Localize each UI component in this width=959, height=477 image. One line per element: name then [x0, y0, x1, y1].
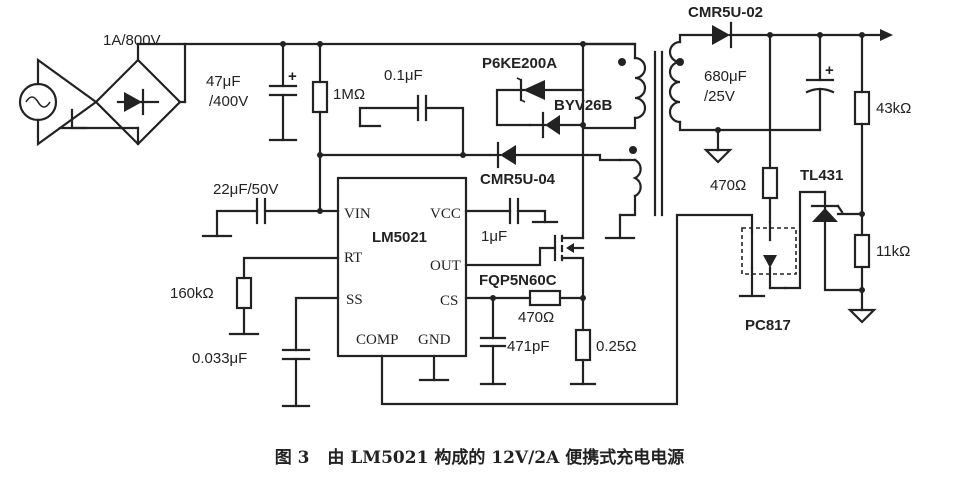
cs-cap-value: 471pF	[507, 338, 550, 355]
divider-bottom-resistor-symbol	[847, 233, 877, 324]
clamp-diode-label: BYV26B	[554, 97, 613, 114]
optocoupler-label: PC817	[745, 317, 791, 334]
vcc-cap-value: 1μF	[481, 228, 507, 245]
optocoupler-symbol	[738, 220, 797, 298]
secondary-return-wiring	[678, 120, 822, 164]
bulk-cap-voltage: /400V	[209, 93, 248, 110]
chip-ground-symbol	[418, 354, 450, 382]
aux-diode-label: CMR5U-04	[480, 171, 556, 188]
divider-bottom-value: 11kΩ	[876, 243, 910, 260]
pin-comp: COMP	[356, 332, 399, 348]
svg-text:+: +	[825, 62, 834, 79]
rt-resistor-value: 160kΩ	[170, 285, 214, 302]
output-diode-symbol	[678, 21, 893, 49]
svg-text:+: +	[288, 68, 297, 85]
vin-cap-value: 22μF/50V	[213, 181, 278, 198]
ac-input-wiring	[36, 42, 187, 147]
aux-diode-symbol	[488, 141, 622, 169]
cs-capacitor-symbol	[479, 296, 507, 386]
chip-name: LM5021	[372, 229, 427, 246]
led-resistor-value: 470Ω	[710, 177, 746, 194]
lm5021-chip	[336, 176, 468, 358]
divider-top-resistor-symbol	[853, 33, 871, 237]
junction-dots	[280, 32, 865, 293]
fuse-rating-label: 1A/800V	[103, 32, 161, 49]
ac-source-symbol	[18, 82, 58, 122]
vcc-capacitor-symbol	[464, 197, 559, 225]
startup-resistor-value: 1MΩ	[333, 86, 365, 103]
figure-number: 图 3	[274, 448, 310, 468]
mosfet-label: FQP5N60C	[479, 272, 557, 289]
rt-resistor-symbol	[228, 256, 340, 336]
output-capacitor-symbol: +	[805, 33, 835, 132]
snubber-cap-value: 0.1μF	[384, 67, 423, 84]
pin-cs: CS	[440, 293, 458, 309]
pin-ss: SS	[346, 292, 363, 308]
cs-filter-resistor-symbol	[464, 289, 586, 307]
ss-capacitor-symbol	[281, 296, 340, 408]
pin-out: OUT	[430, 258, 461, 274]
feedback-wire	[380, 213, 754, 406]
circuit-schematic: 1A/800V + 47μF /400V 1MΩ 0.1μF	[18, 4, 911, 408]
startup-resistor-symbol	[311, 42, 329, 157]
cs-filter-value: 470Ω	[518, 309, 554, 326]
vin-capacitor-symbol	[201, 153, 340, 238]
bulk-cap-value: 47μF	[206, 73, 241, 90]
tl431-label: TL431	[800, 167, 843, 184]
snubber-capacitor-symbol	[358, 94, 465, 157]
bulk-capacitor-symbol: +	[268, 42, 298, 142]
output-cap-voltage: /25V	[704, 88, 735, 105]
ss-cap-value: 0.033μF	[192, 350, 247, 367]
pin-vin: VIN	[344, 206, 371, 222]
mosfet-symbol	[464, 234, 585, 300]
aux-ground-symbol	[604, 213, 636, 240]
figure-caption: 图 3 由 LM5021 构成的 12V/2A 便携式充电电源	[0, 443, 959, 468]
sense-resistor-value: 0.25Ω	[596, 338, 636, 355]
divider-top-value: 43kΩ	[876, 100, 911, 117]
figure-title: 由 LM5021 构成的 12V/2A 便携式充电电源	[327, 448, 685, 468]
transformer-symbol	[581, 40, 684, 217]
tvs-label: P6KE200A	[482, 55, 557, 72]
output-cap-value: 680μF	[704, 68, 747, 85]
tl431-symbol	[761, 33, 864, 292]
sense-resistor-symbol	[569, 296, 597, 386]
output-diode-label: CMR5U-02	[688, 4, 763, 21]
pin-gnd: GND	[418, 332, 451, 348]
pin-rt: RT	[344, 250, 362, 266]
tvs-diode-symbol	[495, 42, 585, 127]
pin-vcc: VCC	[430, 206, 461, 222]
